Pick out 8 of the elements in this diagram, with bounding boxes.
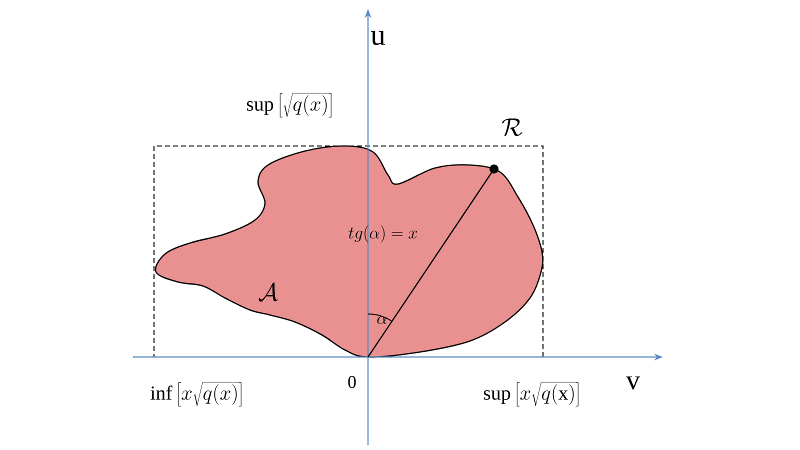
bound-label: $\inf\left[x\sqrt{q(x)}\right]$ (150, 382, 242, 406)
region-label: $\mathcal{A}$ (258, 282, 278, 302)
origin-label: 0 (348, 376, 356, 388)
bound-label: $\sup\left[\sqrt{q(x)}\right]$ (246, 92, 332, 118)
region-label: $\mathcal{R}$ (502, 118, 522, 136)
axis-label: u (370, 30, 385, 46)
axis-label: v (626, 376, 640, 390)
bound-label: $\sup\left[x\sqrt{q(\mathrm{x})}\right]$ (484, 382, 578, 406)
